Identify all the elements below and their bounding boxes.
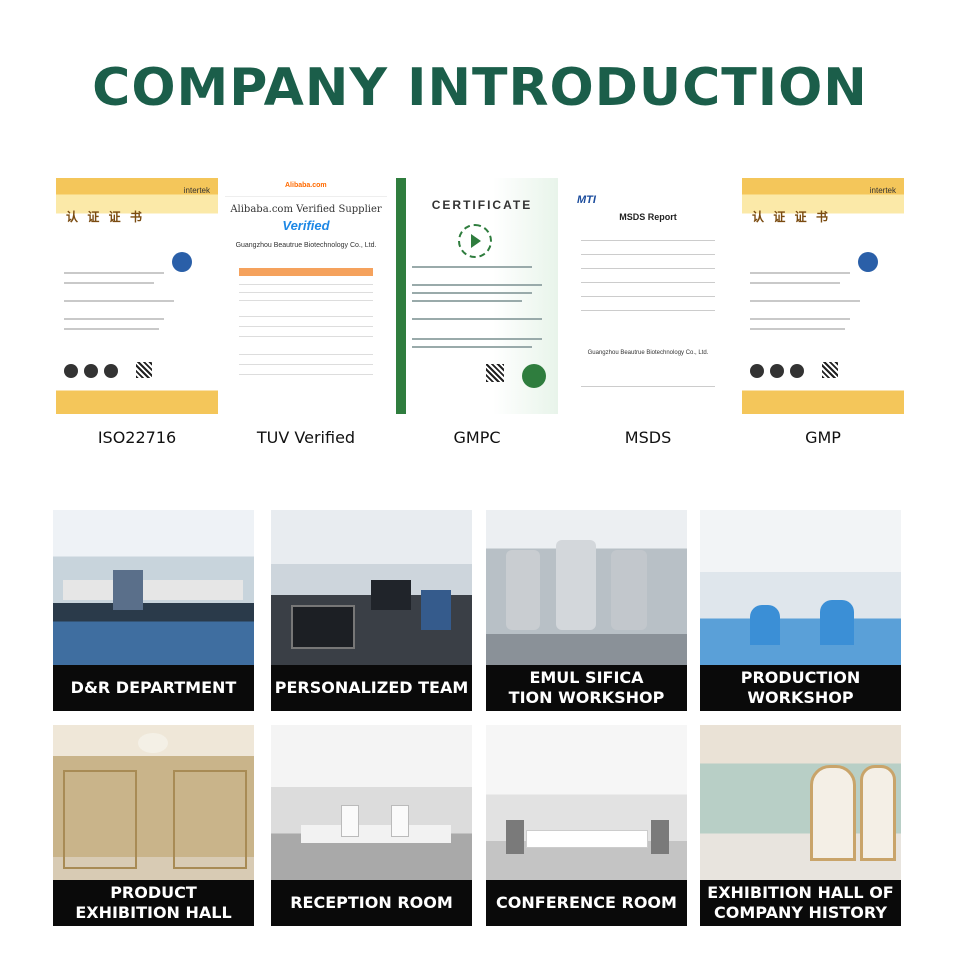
text-line [412,284,542,286]
photo-caption: EMUL SIFICA TION WORKSHOP [486,665,687,711]
text-line [239,326,373,327]
text-line [412,318,542,320]
text-line [64,282,154,284]
qr-code-icon [822,362,838,378]
text-line [750,318,850,320]
certificate-label: ISO22716 [97,428,177,447]
photo-caption: PERSONALIZED TEAM [271,665,472,711]
text-line [239,316,373,317]
text-line [581,282,715,283]
text-line [581,296,715,297]
certificate-heading: Alibaba.com Verified Supplier [230,204,382,215]
photo-company-history-hall: EXHIBITION HALL OF COMPANY HISTORY [700,725,901,926]
play-seal-icon [458,224,492,258]
certificate-tuv: Alibaba.com Alibaba.com Verified Supplie… [225,178,387,414]
certificate-msds: MTI MSDS Report Guangzhou Beautrue Biote… [567,178,729,414]
dekra-badge-icon [522,364,546,388]
certificate-label: MSDS [624,428,672,447]
certificate-heading: CERTIFICATE [431,198,533,212]
photo-emulsification-workshop: EMUL SIFICA TION WORKSHOP [486,510,687,711]
photo-caption: PRODUCT EXHIBITION HALL [53,880,254,926]
photo-product-exhibition-hall: PRODUCT EXHIBITION HALL [53,725,254,926]
seal-icon [84,364,98,378]
dekra-side-bar [396,178,406,414]
seal-icon [770,364,784,378]
photo-caption: PRODUCTION WORKSHOP [700,665,901,711]
certificate-label: GMPC [453,428,501,447]
photo-production-workshop: PRODUCTION WORKSHOP [700,510,901,711]
text-line [64,328,159,330]
text-line [239,300,373,301]
text-line [239,364,373,365]
certificate-company: Guangzhou Beautrue Biotechnology Co., Lt… [587,350,709,356]
certificate-heading: 认 证 证 书 [66,210,146,224]
certificate-label: TUV Verified [256,428,356,447]
text-line [239,374,373,375]
seal-icon [104,364,118,378]
mti-logo: MTI [577,194,596,206]
text-line [581,310,715,311]
text-line [412,338,542,340]
certificate-iso22716: intertek 认 证 证 书 [56,178,218,414]
text-line [64,318,164,320]
certificate-brand: intertek [869,186,896,195]
text-line [750,272,850,274]
text-line [239,336,373,337]
photo-personalized-team: PERSONALIZED TEAM [271,510,472,711]
seal-icon [64,364,78,378]
report-banner [239,268,373,276]
text-line [750,300,860,302]
globe-icon [858,252,878,272]
history-hall-photo [700,725,901,880]
text-line [412,292,532,294]
text-line [750,282,840,284]
certificate-gmp: intertek 认 证 证 书 [742,178,904,414]
photo-caption: D&R DEPARTMENT [53,665,254,711]
certificate-company: Guangzhou Beautrue Biotechnology Co., Lt… [235,242,377,249]
text-line [64,272,164,274]
text-line [581,268,715,269]
text-line [64,300,174,302]
text-line [412,346,532,348]
qr-code-icon [136,362,152,378]
photo-caption: CONFERENCE ROOM [486,880,687,926]
office-photo [271,510,472,665]
conference-photo [486,725,687,880]
workshop-photo [486,510,687,665]
verified-mark: Verified [282,218,330,233]
text-line [750,328,845,330]
seal-icon [750,364,764,378]
seal-icon [790,364,804,378]
globe-icon [172,252,192,272]
photo-caption: EXHIBITION HALL OF COMPANY HISTORY [700,880,901,926]
photo-rd-department: D&R DEPARTMENT [53,510,254,711]
photo-reception-room: RECEPTION ROOM [271,725,472,926]
text-line [239,292,373,293]
lab-photo [53,510,254,665]
text-line [581,240,715,241]
certificate-heading: 认 证 证 书 [752,210,832,224]
workshop-photo [700,510,901,665]
certificate-brand: intertek [183,186,210,195]
qr-code-icon [486,364,504,382]
certificate-heading: MSDS Report [619,212,677,222]
certificate-header [225,178,387,197]
photo-caption: RECEPTION ROOM [271,880,472,926]
photo-conference-room: CONFERENCE ROOM [486,725,687,926]
exhibition-photo [53,725,254,880]
alibaba-logo: Alibaba.com [285,182,327,189]
certificate-label: GMP [805,428,841,447]
text-line [412,266,532,268]
meeting-room-photo [271,725,472,880]
text-line [581,386,715,387]
page-title: COMPANY INTRODUCTION [92,58,868,118]
text-line [239,284,373,285]
text-line [412,300,522,302]
certificate-gmpc: CERTIFICATE [396,178,558,414]
text-line [581,254,715,255]
text-line [239,354,373,355]
